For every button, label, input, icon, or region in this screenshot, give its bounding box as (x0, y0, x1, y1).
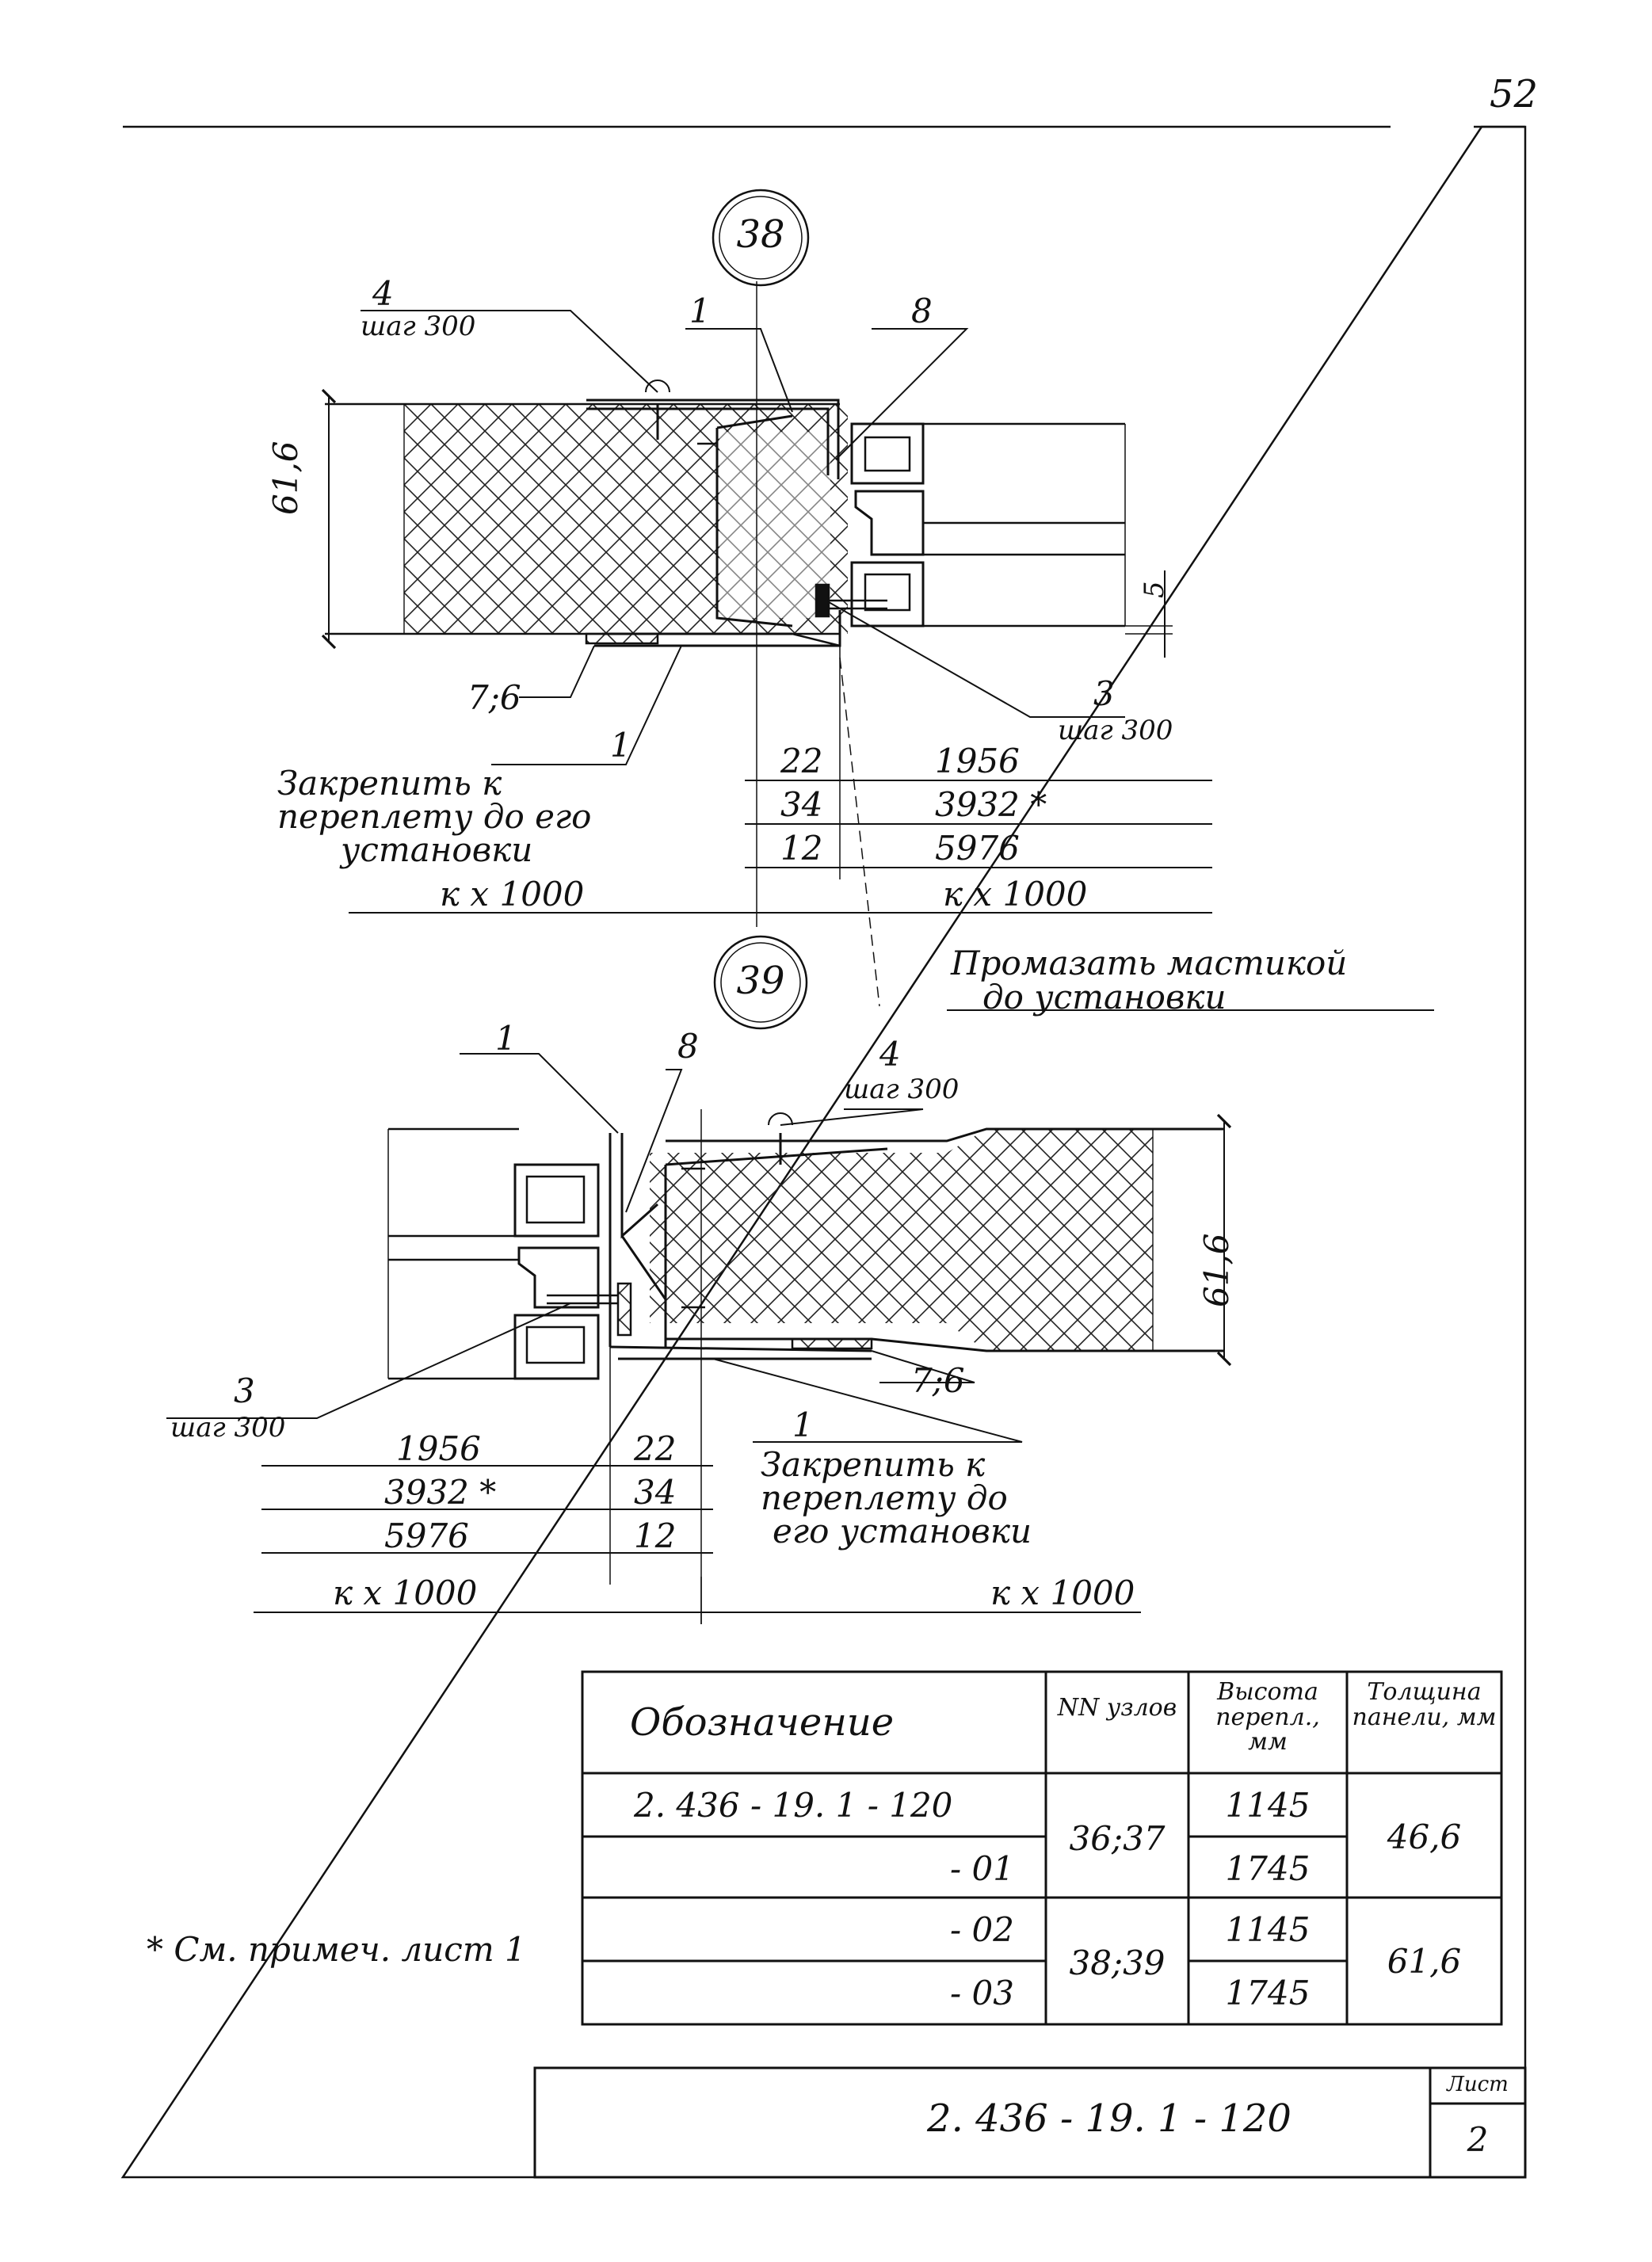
node-39-dim-1956: 1956 (396, 1429, 481, 1468)
node-38-dim-5: 5 (1139, 581, 1170, 598)
table-row-3-designation: - 02 (950, 1910, 1014, 1949)
table-row-1-thickness: 46,6 (1387, 1818, 1462, 1856)
node-39-axis-right: к х 1000 (990, 1573, 1135, 1612)
node-39-callout-7-6: 7;6 (911, 1361, 965, 1400)
node-39-insulation (650, 1129, 1153, 1351)
node-39-marker: 39 (736, 959, 785, 1003)
footnote: * См. примеч. лист 1 (147, 1930, 526, 1969)
title-block-sheet-value: 2 (1467, 2120, 1489, 2159)
node-38-axis-left: к х 1000 (440, 875, 585, 914)
node-38-dim-34: 34 (780, 785, 823, 824)
node-38-callout-7-6: 7;6 (467, 678, 521, 717)
node-39-callout-4: 4 (879, 1035, 901, 1074)
node-38-marker-circle (712, 189, 810, 287)
node-39-dim-34: 34 (634, 1473, 677, 1512)
node-38-callout-3: 3 (1093, 674, 1115, 713)
table-row-2-height: 1745 (1225, 1849, 1311, 1888)
node-39-note-fix-line1: Закрепить к (761, 1445, 986, 1484)
title-block-sheet-label: Лист (1447, 2073, 1509, 2096)
table-header-height: Высота перепл., мм (1215, 1678, 1320, 1756)
node-38-callout-1-top: 1 (689, 292, 711, 330)
node-38-dim-3932: 3932 * (935, 785, 1047, 824)
node-38-callout-8: 8 (911, 292, 933, 330)
node-38-dim-1956: 1956 (935, 742, 1020, 780)
node-38-callout-1-bottom: 1 (610, 726, 631, 765)
node-38-note-mastic-line2: до установки (982, 978, 1227, 1017)
node-39-callout-3-step: шаг 300 (170, 1412, 286, 1444)
table-row-1-designation: 2. 436 - 19. 1 - 120 (634, 1786, 953, 1825)
title-block-grid (533, 2066, 1527, 2179)
node-39-dim-12: 12 (634, 1516, 677, 1555)
table-header-nodes: NN узлов (1057, 1694, 1177, 1722)
node-38-dim-5976: 5976 (935, 829, 1020, 868)
node-38-note-fix-line1: Закрепить к (277, 764, 502, 803)
node-39-axis-left: к х 1000 (333, 1573, 478, 1612)
node-39-dim-22: 22 (634, 1429, 677, 1468)
node-38-note-fix-line3: установки (341, 830, 533, 869)
node-38-dim-22: 22 (780, 742, 823, 780)
table-row-4-designation: - 03 (950, 1974, 1014, 2012)
node-39-thickness-dim: 61,6 (1197, 1233, 1236, 1307)
node-38-dim-12: 12 (780, 829, 823, 868)
node-38-drawing (321, 189, 1434, 1011)
node-39-callout-4-step: шаг 300 (844, 1074, 960, 1105)
table-row-1-nodes: 36;37 (1069, 1819, 1166, 1858)
table-header-designation: Обозначение (630, 1700, 895, 1745)
node-39-dim-3932: 3932 * (384, 1473, 497, 1512)
node-39-callout-1-bottom: 1 (792, 1406, 814, 1444)
table-row-2-designation: - 01 (950, 1849, 1014, 1888)
table-row-3-thickness: 61,6 (1387, 1942, 1462, 1981)
node-39-note-fix-line3: его установки (773, 1512, 1032, 1551)
node-38-axis-right: к х 1000 (943, 875, 1088, 914)
node-38-callout-3-step: шаг 300 (1058, 715, 1173, 746)
node-39-dim-5976: 5976 (384, 1516, 469, 1555)
node-38-note-mastic-line1: Промазать мастикой (951, 944, 1348, 982)
node-38-note-fix-line2: переплету до его (277, 797, 592, 836)
node-39-note-fix-line2: переплету до (761, 1478, 1008, 1517)
sheet-number: 52 (1490, 72, 1539, 116)
node-38-callout-4-step: шаг 300 (361, 311, 476, 342)
table-row-1-height: 1145 (1225, 1786, 1311, 1825)
node-38-marker: 38 (736, 212, 785, 257)
node-39-drawing (166, 935, 1232, 1624)
spec-table-grid (581, 1670, 1503, 2026)
node-38-callout-4: 4 (372, 274, 394, 313)
node-39-marker-circle (713, 935, 808, 1030)
table-row-4-height: 1745 (1225, 1974, 1311, 2012)
node-39-callout-3: 3 (234, 1371, 255, 1410)
table-row-3-height: 1145 (1225, 1910, 1311, 1949)
node-38-thickness-dim: 61,6 (266, 441, 305, 515)
node-39-callout-1-top: 1 (495, 1019, 517, 1058)
table-row-3-nodes: 38;39 (1069, 1943, 1166, 1982)
table-header-thickness: Толщина панели, мм (1352, 1678, 1497, 1731)
title-block-code: 2. 436 - 19. 1 - 120 (927, 2096, 1291, 2141)
node-39-callout-8: 8 (677, 1027, 699, 1066)
